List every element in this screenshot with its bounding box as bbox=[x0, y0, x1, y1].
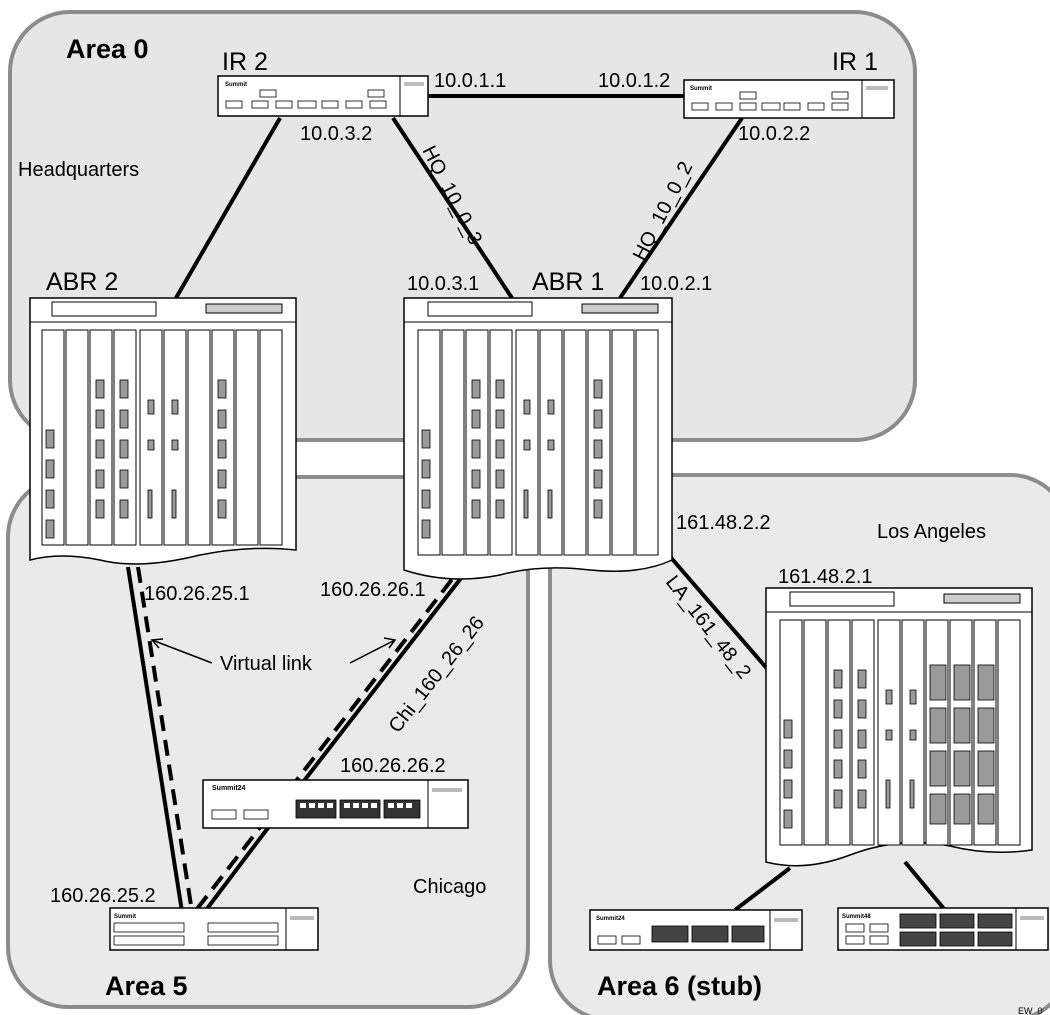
la-summit48-switch: Summit48 bbox=[838, 908, 1048, 950]
ip-10-0-1-1: 10.0.1.1 bbox=[434, 70, 506, 92]
abr2-chassis bbox=[30, 298, 296, 564]
ip-10-0-1-2: 10.0.1.2 bbox=[598, 70, 670, 92]
svg-text:Summit48: Summit48 bbox=[842, 914, 871, 920]
ip-10-0-3-1: 10.0.3.1 bbox=[407, 273, 479, 295]
los-angeles-label: Los Angeles bbox=[877, 521, 986, 543]
ip-10-0-2-1: 10.0.2.1 bbox=[640, 273, 712, 295]
chicago-label: Chicago bbox=[413, 876, 486, 898]
abr1-label: ABR 1 bbox=[532, 268, 604, 296]
svg-text:Summit24: Summit24 bbox=[212, 785, 246, 792]
chicago-summit24-switch: Summit24 bbox=[203, 780, 468, 828]
svg-text:Summit: Summit bbox=[114, 914, 136, 920]
ip-161-48-2-1: 161.48.2.1 bbox=[778, 566, 873, 588]
area-6-label: Area 6 (stub) bbox=[597, 971, 762, 1001]
figure-id-label: EW_0 bbox=[1018, 1006, 1043, 1015]
area-5-label: Area 5 bbox=[105, 971, 188, 1001]
svg-text:Summit: Summit bbox=[225, 82, 247, 88]
ir1-label: IR 1 bbox=[832, 48, 878, 76]
headquarters-label: Headquarters bbox=[18, 159, 139, 181]
virtual-link-label: Virtual link bbox=[220, 653, 313, 675]
svg-text:Summit24: Summit24 bbox=[596, 916, 625, 922]
ip-160-26-25-1: 160.26.25.1 bbox=[144, 583, 250, 605]
los-angeles-chassis bbox=[766, 588, 1032, 866]
ip-160-26-26-1: 160.26.26.1 bbox=[320, 579, 426, 601]
ip-160-26-25-2: 160.26.25.2 bbox=[50, 885, 156, 907]
chicago-summit4-switch: Summit bbox=[110, 908, 318, 950]
ir2-switch: Summit bbox=[218, 76, 428, 116]
svg-text:Summit: Summit bbox=[690, 86, 712, 92]
la-summit24-switch: Summit24 bbox=[590, 910, 802, 950]
abr2-label: ABR 2 bbox=[46, 268, 118, 296]
area-0-label: Area 0 bbox=[66, 34, 149, 64]
ir1-switch: Summit bbox=[684, 80, 894, 118]
ir2-label: IR 2 bbox=[222, 48, 268, 76]
abr1-chassis bbox=[404, 298, 672, 579]
ip-161-48-2-2: 161.48.2.2 bbox=[676, 512, 771, 534]
ip-160-26-26-2: 160.26.26.2 bbox=[340, 755, 446, 777]
ip-10-0-2-2: 10.0.2.2 bbox=[738, 123, 810, 145]
ip-10-0-3-2: 10.0.3.2 bbox=[300, 123, 372, 145]
